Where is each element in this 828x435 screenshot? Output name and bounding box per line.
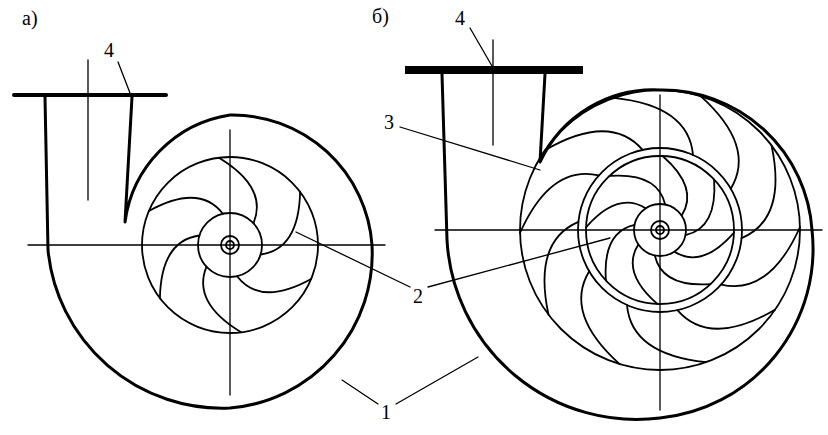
blade xyxy=(633,244,658,304)
blade xyxy=(674,233,734,258)
blade xyxy=(700,96,738,189)
flange xyxy=(14,93,166,97)
callout-number: 1 xyxy=(381,402,391,422)
axis-line xyxy=(229,130,230,395)
blade xyxy=(606,225,635,281)
figure-letter: а) xyxy=(22,8,38,28)
volute-casing xyxy=(442,74,813,419)
blade xyxy=(203,267,241,333)
blade xyxy=(149,198,223,214)
callout-number: 2 xyxy=(413,286,423,306)
callout-number: 4 xyxy=(455,8,465,28)
leader-lines xyxy=(118,28,610,404)
figure-letter: б) xyxy=(372,6,389,26)
axis-line xyxy=(659,95,660,410)
blade xyxy=(721,227,800,286)
blade xyxy=(581,271,619,364)
axis-line xyxy=(87,60,88,200)
blade xyxy=(586,203,646,228)
blade xyxy=(742,145,776,238)
blade xyxy=(160,236,200,299)
callout-number: 4 xyxy=(104,40,114,60)
callout-number: 3 xyxy=(384,112,394,132)
blade xyxy=(219,158,257,224)
impeller-with-diffuser xyxy=(520,90,800,370)
axis-line xyxy=(435,229,822,230)
blade xyxy=(627,305,706,362)
blade xyxy=(686,180,715,236)
axis-line xyxy=(492,40,493,145)
blade xyxy=(520,174,599,233)
blade xyxy=(237,276,311,292)
blade xyxy=(614,98,693,155)
blade xyxy=(545,131,643,150)
volute-casing xyxy=(45,97,372,408)
blade xyxy=(544,222,578,315)
impeller xyxy=(142,157,318,333)
blade xyxy=(677,310,775,329)
axis-line xyxy=(28,244,385,245)
blade xyxy=(655,256,711,285)
blade xyxy=(261,192,301,255)
blade xyxy=(610,176,666,205)
blade xyxy=(663,156,688,216)
flange xyxy=(405,66,583,74)
